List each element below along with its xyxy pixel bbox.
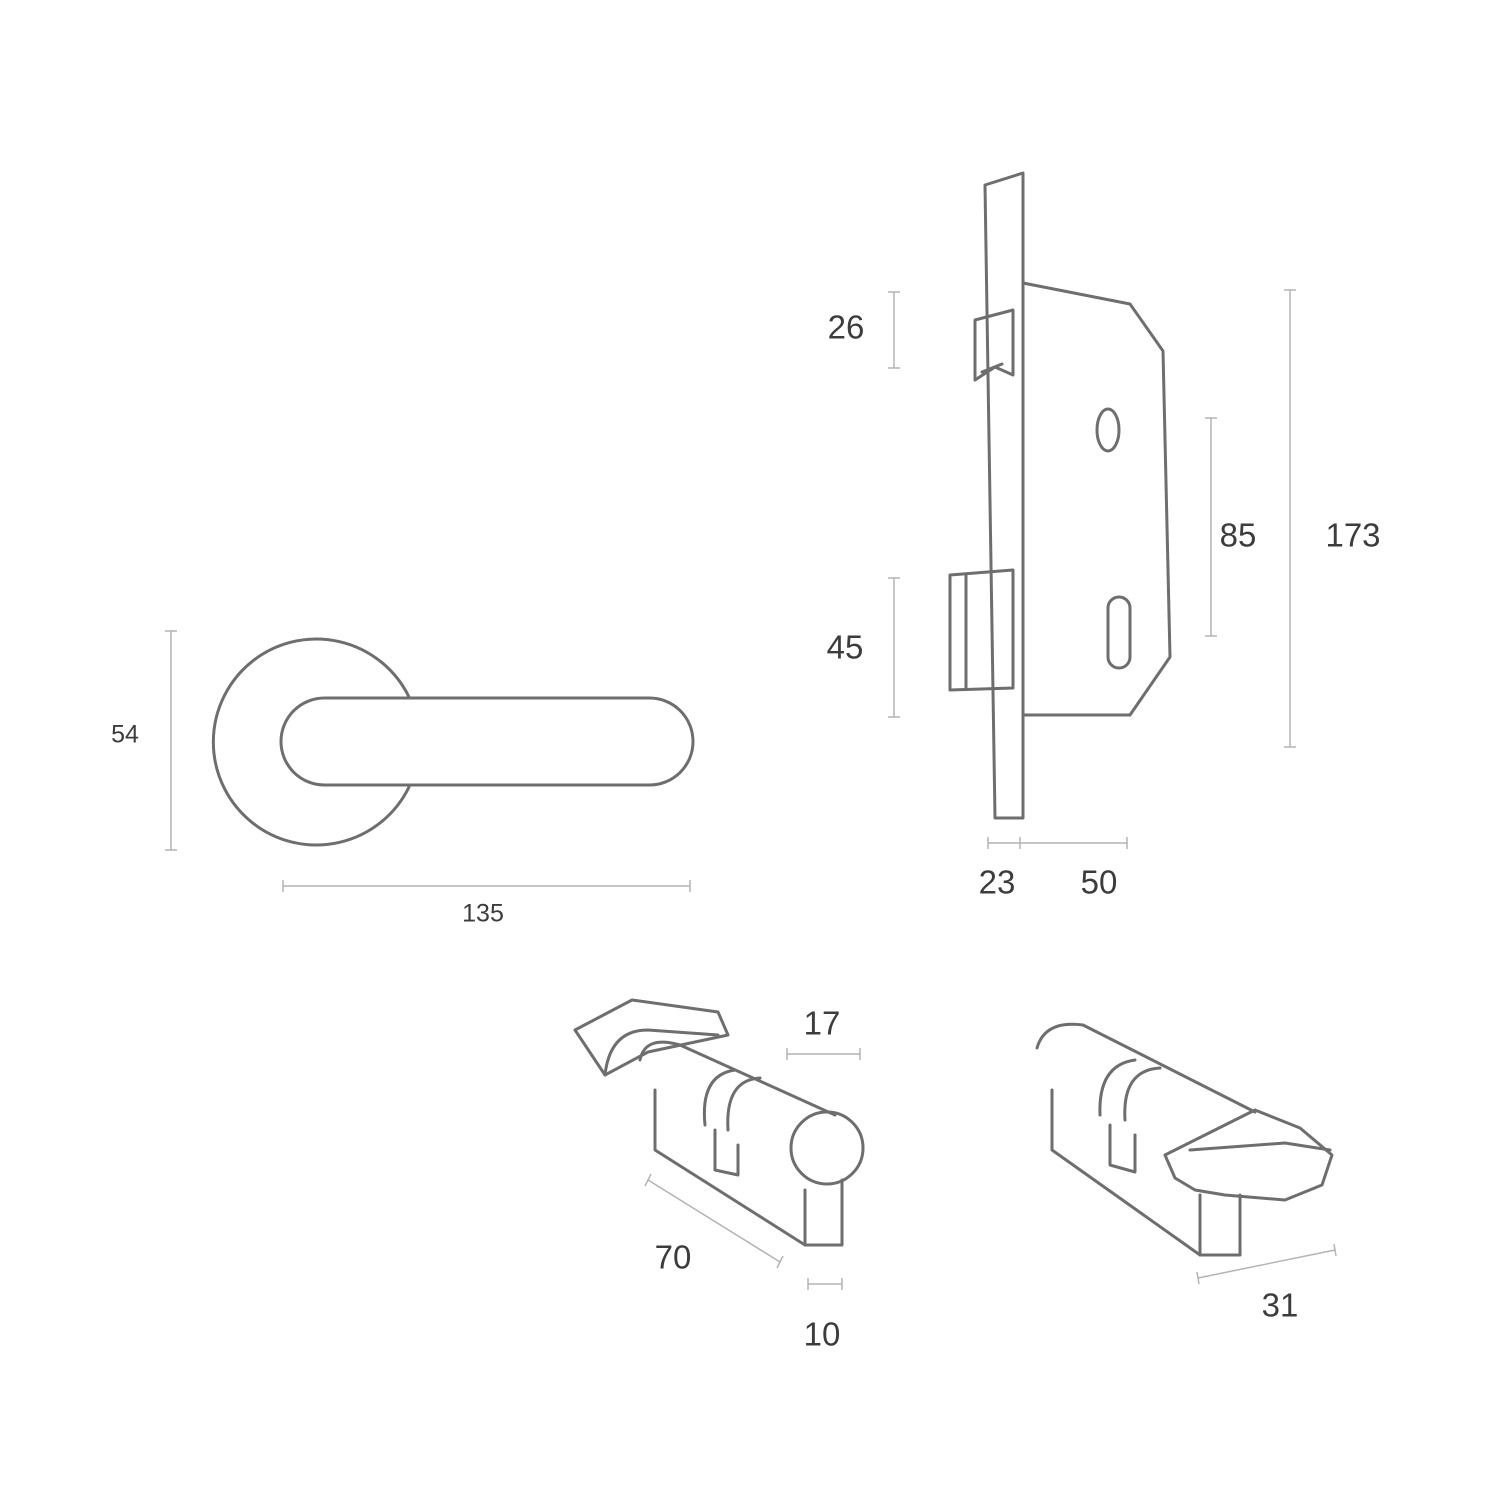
lock-deadbolt — [948, 568, 1015, 692]
dim-line-26 — [888, 291, 900, 369]
cylinder-back-ring-1 — [1098, 1058, 1137, 1117]
euro-cylinder-thumbturn-icon — [1035, 1022, 1334, 1257]
label-handle-height: 54 — [111, 720, 139, 749]
cylinder-back-cam-slot — [1108, 1123, 1137, 1174]
lock-dimension-lines — [888, 289, 1296, 849]
cylinder-front-cam-slot — [713, 1128, 740, 1177]
dim-line-31 — [1196, 1243, 1337, 1285]
cylinder-front-end-cap — [789, 1110, 865, 1186]
cylinder-back-barrel-top — [1035, 1022, 1257, 1114]
cylinder-back-ring-2 — [1123, 1066, 1162, 1122]
label-cylinder-depth: 31 — [1261, 1286, 1299, 1324]
label-backset: 50 — [1080, 863, 1118, 901]
lock-faceplate — [983, 171, 1025, 820]
lever-dimension-lines — [165, 630, 691, 892]
mortise-lock-icon — [948, 171, 1172, 820]
label-deadbolt-height: 45 — [826, 628, 864, 666]
dim-line-50 — [1020, 837, 1128, 849]
cylinder-front-barrel-top — [638, 1040, 837, 1117]
cylinder-front-ring-1 — [702, 1068, 737, 1127]
lock-latch-curve — [980, 362, 1004, 374]
dim-line-height-54 — [165, 630, 177, 851]
lock-follower-hole — [1095, 407, 1121, 453]
label-faceplate-width: 23 — [978, 863, 1016, 901]
cylinder-back-dimension-lines — [1196, 1243, 1337, 1285]
cylinder-front-thumbturn — [573, 998, 730, 1077]
label-faceplate-height: 173 — [1325, 516, 1381, 554]
euro-cylinder-thumbturn-icon — [573, 998, 865, 1247]
label-latch-height: 26 — [827, 308, 865, 346]
cylinder-back-thumbturn-top — [1188, 1141, 1332, 1152]
label-handle-length: 135 — [462, 899, 504, 928]
dim-line-85 — [1205, 417, 1217, 637]
dim-line-17 — [786, 1048, 861, 1060]
cylinder-back-thumbturn — [1163, 1108, 1334, 1202]
lever-handle-icon — [211, 637, 695, 847]
label-cam-width: 10 — [803, 1315, 841, 1353]
cylinder-front-thumbturn-top — [603, 1028, 720, 1077]
cylinder-back-body — [1050, 1088, 1242, 1257]
handle-lever — [279, 696, 695, 787]
dim-line-10 — [807, 1278, 843, 1290]
lock-case — [1021, 281, 1172, 717]
label-centre-distance: 85 — [1219, 516, 1257, 554]
dim-line-length-135 — [282, 880, 691, 892]
dim-line-173 — [1284, 289, 1296, 748]
lock-keyhole — [1106, 595, 1132, 670]
dim-line-45 — [888, 577, 900, 718]
cylinder-front-dimension-lines — [644, 1048, 861, 1290]
dim-line-23 — [987, 837, 1021, 849]
handle-rose — [211, 637, 411, 847]
cylinder-front-ring-2 — [726, 1076, 762, 1132]
label-turn-width: 17 — [803, 1004, 841, 1042]
label-cylinder-length: 70 — [654, 1238, 692, 1276]
lock-latch-bolt — [973, 308, 1015, 382]
dim-line-70 — [644, 1173, 784, 1269]
